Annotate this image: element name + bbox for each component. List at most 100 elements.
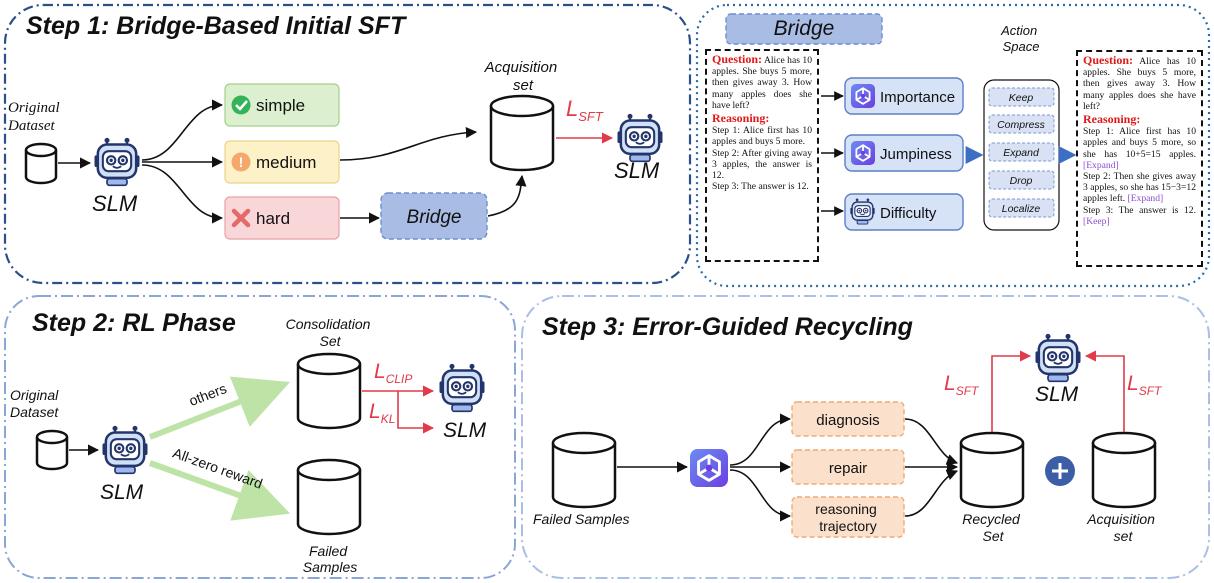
action-space-label: Action Space	[1000, 23, 1041, 54]
model-logo-icon-large	[690, 449, 728, 487]
step2-panel	[4, 295, 516, 579]
action-expand: Expand	[988, 142, 1055, 162]
expand-tag-2: [Expand]	[1127, 193, 1164, 205]
slm-label-2: SLM	[614, 158, 660, 183]
acquisition-set-label-2: Acquisition set	[1086, 511, 1159, 544]
slm-robot-icon-4	[438, 363, 486, 413]
svg-text:Expand: Expand	[1003, 147, 1040, 159]
action-compress: Compress	[988, 114, 1055, 134]
slm-robot-icon	[93, 137, 141, 187]
input-sample-box: Question: Alice has 10 apples. She buys …	[705, 49, 819, 262]
arrow-slm-to-simple	[141, 99, 224, 161]
difficulty-box	[844, 193, 964, 231]
original-dataset-cylinder	[24, 142, 58, 185]
arrow-bridge-to-acquisition	[487, 174, 527, 217]
acquisition-set-cylinder-2	[1091, 431, 1157, 509]
question-label-2: Question:	[1083, 53, 1134, 67]
consolidation-set-label: Consolidation Set	[286, 316, 375, 349]
arrow-medium-to-acquisition	[339, 126, 478, 161]
svg-text:Localize: Localize	[1002, 203, 1041, 215]
repair-box	[791, 449, 905, 485]
step3-title: Step 3: Error-Guided Recycling	[542, 313, 913, 341]
step3-panel	[521, 295, 1210, 579]
diagnosis-label: diagnosis	[816, 412, 879, 429]
jumpiness-label: Jumpiness	[880, 146, 952, 163]
slm-label: SLM	[92, 191, 138, 216]
original-dataset-label-2: Original Dataset	[10, 387, 62, 420]
simple-label: simple	[256, 96, 305, 115]
question-label: Question:	[712, 52, 763, 66]
action-localize: Localize	[988, 198, 1055, 218]
bridge-title-box	[725, 13, 883, 45]
svg-text:!: !	[239, 154, 244, 170]
left-step-2: Step 2: After giving away 3 apples, the …	[712, 147, 812, 182]
action-drop: Drop	[988, 170, 1055, 190]
recycled-set-cylinder	[959, 431, 1025, 509]
output-sample-box: Question: Alice has 10 apples. She buys …	[1076, 50, 1203, 267]
reasoning-trajectory-label: reasoning trajectory	[815, 501, 880, 534]
arrow-recycled-to-slm	[991, 350, 1032, 432]
step1-title: Step 1: Bridge-Based Initial SFT	[26, 12, 408, 40]
arrow-slm-to-hard	[141, 164, 224, 224]
arrow-trajectory-to-recycled	[904, 469, 959, 517]
left-step-1: Step 1: Alice first has 10 apples and bu…	[712, 125, 812, 148]
medium-label: medium	[256, 153, 316, 172]
right-step-3: Step 3: The answer is 12.	[1083, 204, 1196, 216]
acquisition-set-label: Acquisition set	[484, 59, 562, 94]
step1-panel	[3, 3, 692, 285]
lsft-label: LSFT	[566, 96, 604, 124]
slm-robot-icon-2	[616, 113, 664, 163]
original-dataset-label: Original Dataset	[7, 100, 63, 134]
bridge-title: Bridge	[774, 17, 835, 40]
slm-robot-icon-3	[101, 425, 149, 475]
recycled-set-label: Recycled Set	[962, 511, 1023, 544]
slm-label-4: SLM	[443, 419, 487, 442]
failed-samples-label: Failed Samples	[303, 543, 357, 575]
others-label: others	[187, 380, 229, 409]
original-dataset-cylinder-2	[35, 429, 69, 471]
arrow-others	[148, 376, 291, 440]
keep-tag: [Keep]	[1083, 215, 1110, 227]
plus-icon	[1045, 456, 1075, 486]
lsft-label-right: LSFT	[1127, 372, 1163, 398]
repair-label: repair	[829, 460, 867, 477]
arrow-acquisition-to-slm-2	[1084, 350, 1125, 432]
l-clip-label: LCLIP	[374, 360, 412, 386]
reasoning-label: Reasoning:	[712, 111, 770, 126]
step2-title: Step 2: RL Phase	[32, 309, 236, 337]
acquisition-set-cylinder	[489, 94, 555, 172]
arrow-model-to-diagnosis	[729, 413, 792, 466]
action-keep: Keep	[988, 87, 1055, 107]
svg-text:Compress: Compress	[997, 119, 1046, 131]
difficulty-label: Difficulty	[880, 205, 937, 222]
l-kl-label: LKL	[369, 400, 395, 426]
svg-text:Drop: Drop	[1010, 175, 1033, 187]
bridge-box	[380, 192, 488, 240]
simple-box	[224, 83, 340, 127]
bridge-label: Bridge	[407, 207, 462, 228]
hard-label: hard	[256, 209, 290, 228]
right-step-1: Step 1: Alice first has 10 apples and bu…	[1083, 126, 1196, 160]
slm-robot-icon-5	[1034, 333, 1082, 383]
warning-icon: !	[231, 152, 251, 172]
failed-samples-cylinder	[296, 458, 362, 536]
question-text: Alice has 10 apples. She buys 5 more, th…	[712, 55, 812, 111]
consolidation-set-cylinder	[296, 352, 362, 430]
slm-label-5: SLM	[1035, 383, 1079, 406]
reasoning-trajectory-box	[791, 496, 905, 538]
failed-samples-label-2: Failed Samples	[533, 511, 630, 527]
importance-label: Importance	[880, 89, 955, 106]
expand-tag: [Expand]	[1083, 159, 1119, 171]
hard-box	[224, 196, 340, 240]
model-logo-icon	[851, 84, 875, 108]
medium-box	[224, 140, 340, 184]
arrow-diagnosis-to-recycled	[904, 418, 959, 465]
left-step-3: Step 3: The answer is 12.	[712, 181, 809, 193]
reasoning-label-2: Reasoning:	[1083, 112, 1141, 127]
cross-icon	[231, 208, 251, 228]
right-step-2: Step 2: Then she gives away 3 apples, so…	[1083, 171, 1196, 205]
failed-samples-cylinder-2	[551, 431, 617, 509]
lsft-label-left: LSFT	[944, 372, 980, 398]
